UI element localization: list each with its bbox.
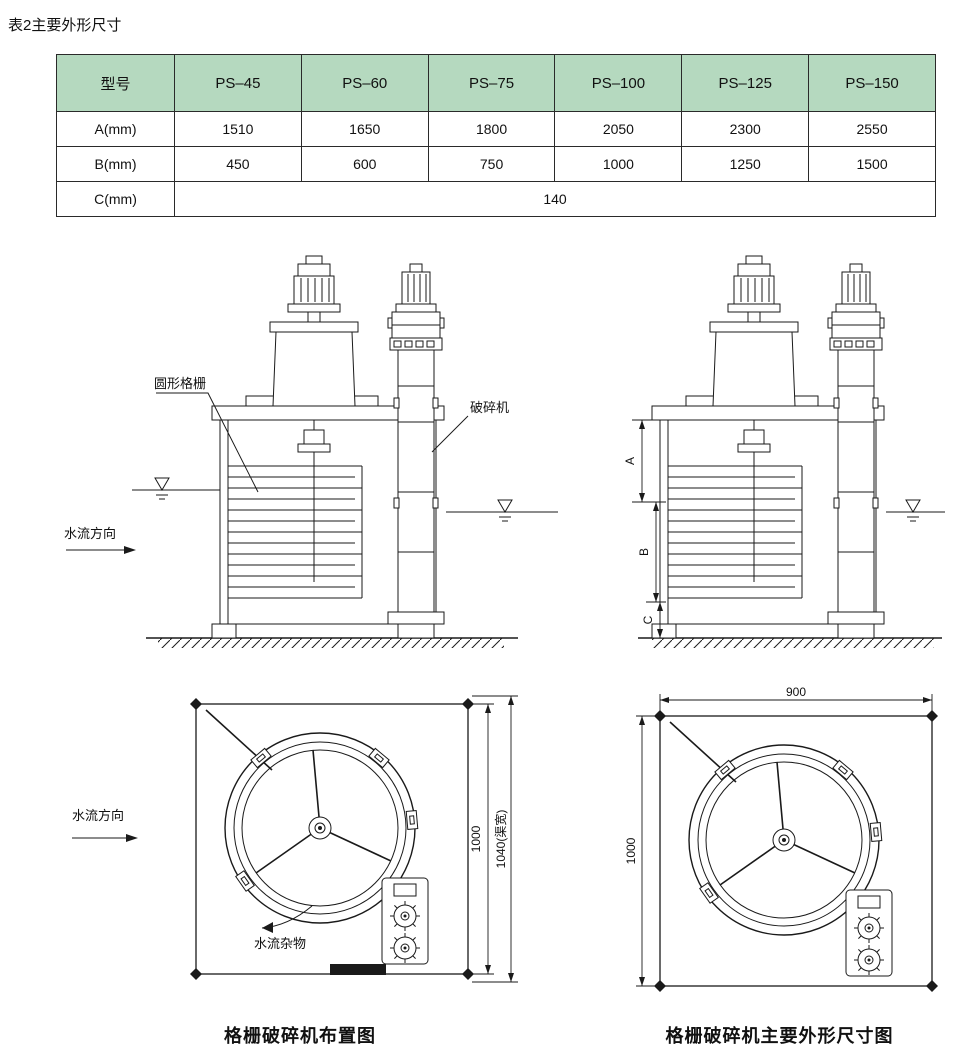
dim-label-c: C — [641, 615, 655, 624]
row-label-c: C(mm) — [56, 181, 175, 217]
ground-hatch — [652, 638, 934, 648]
grid-crusher-machine-plan — [190, 698, 474, 980]
label-crusher: 破碎机 — [470, 400, 509, 415]
col-header-ps150: PS–150 — [808, 54, 936, 112]
dim-label-1000: 1000 — [624, 837, 638, 864]
caption-dimension-drawing: 格栅破碎机主要外形尺寸图 — [665, 1026, 894, 1046]
dim-label-900: 900 — [786, 686, 806, 699]
col-header-ps100: PS–100 — [554, 54, 683, 112]
row-label-b: B(mm) — [56, 146, 175, 182]
dimension-lines-abc — [632, 419, 666, 638]
grid-crusher-machine-plan — [654, 710, 938, 992]
water-level-icon — [905, 499, 921, 522]
cell-a-ps75: 1800 — [427, 111, 556, 147]
caption-layout-drawing: 格栅破碎机布置图 — [224, 1026, 376, 1046]
row-label-a: A(mm) — [56, 111, 175, 147]
leader-circular-grid — [156, 392, 259, 493]
ground-hatch — [158, 638, 504, 648]
cell-a-ps45: 1510 — [174, 111, 302, 147]
grid-crusher-machine-elevation — [211, 255, 445, 639]
grid-crusher-machine-elevation — [651, 255, 885, 639]
dimensions-table: 型号 PS–45 PS–60 PS–75 PS–100 PS–125 PS–15… — [56, 54, 936, 217]
cell-a-ps100: 2050 — [554, 111, 683, 147]
table-row-c: C(mm) 140 — [56, 181, 936, 217]
cell-b-ps60: 600 — [300, 146, 429, 182]
cell-b-ps75: 750 — [427, 146, 556, 182]
table-header-row: 型号 PS–45 PS–60 PS–75 PS–100 PS–125 PS–15… — [56, 54, 936, 112]
cell-b-ps45: 450 — [174, 146, 302, 182]
dim-label-b: B — [637, 548, 651, 556]
table-row-b: B(mm) 450 600 750 1000 1250 1500 — [56, 146, 936, 182]
label-circular-grid: 圆形格栅 — [154, 376, 206, 391]
dim-label-a: A — [623, 457, 637, 465]
col-header-ps45: PS–45 — [174, 54, 302, 112]
table-row-a: A(mm) 1510 1650 1800 2050 2300 2550 — [56, 111, 936, 147]
label-flow-direction: 水流方向 — [72, 808, 124, 823]
cell-c-all: 140 — [174, 181, 936, 217]
dim-label-1000: 1000 — [469, 825, 483, 852]
cell-b-ps125: 1250 — [681, 146, 810, 182]
col-header-ps125: PS–125 — [681, 54, 810, 112]
water-level-icon — [154, 477, 170, 500]
outlet-gate — [330, 964, 386, 975]
cell-b-ps150: 1500 — [808, 146, 936, 182]
dim-label-channel-width: 1040(渠宽) — [493, 810, 508, 869]
cell-a-ps150: 2550 — [808, 111, 936, 147]
dimension-lines — [636, 694, 933, 987]
water-level-icon — [497, 499, 513, 522]
col-header-ps75: PS–75 — [427, 54, 556, 112]
page-title: 表2主要外形尺寸 — [8, 17, 122, 34]
col-header-model: 型号 — [56, 54, 175, 112]
cell-b-ps100: 1000 — [554, 146, 683, 182]
flow-direction-arrow-icon — [66, 546, 136, 554]
cell-a-ps60: 1650 — [300, 111, 429, 147]
plan-dims-drawing: 900 1000 — [624, 686, 947, 1001]
flow-direction-arrow-icon — [72, 834, 138, 842]
dimension-lines — [472, 695, 518, 983]
col-header-ps60: PS–60 — [300, 54, 429, 112]
leader-crusher — [431, 415, 469, 453]
label-flow-direction: 水流方向 — [64, 526, 116, 541]
plan-layout-drawing: 水流方向 水流杂物 1000 1040(渠宽) — [72, 695, 518, 983]
elevation-layout-drawing: 圆形格栅 破碎机 水流方向 — [64, 255, 558, 648]
debris-arrow-icon — [261, 905, 313, 933]
elevation-dims-drawing: A B C — [623, 255, 945, 648]
label-debris: 水流杂物 — [254, 936, 306, 951]
cell-a-ps125: 2300 — [681, 111, 810, 147]
